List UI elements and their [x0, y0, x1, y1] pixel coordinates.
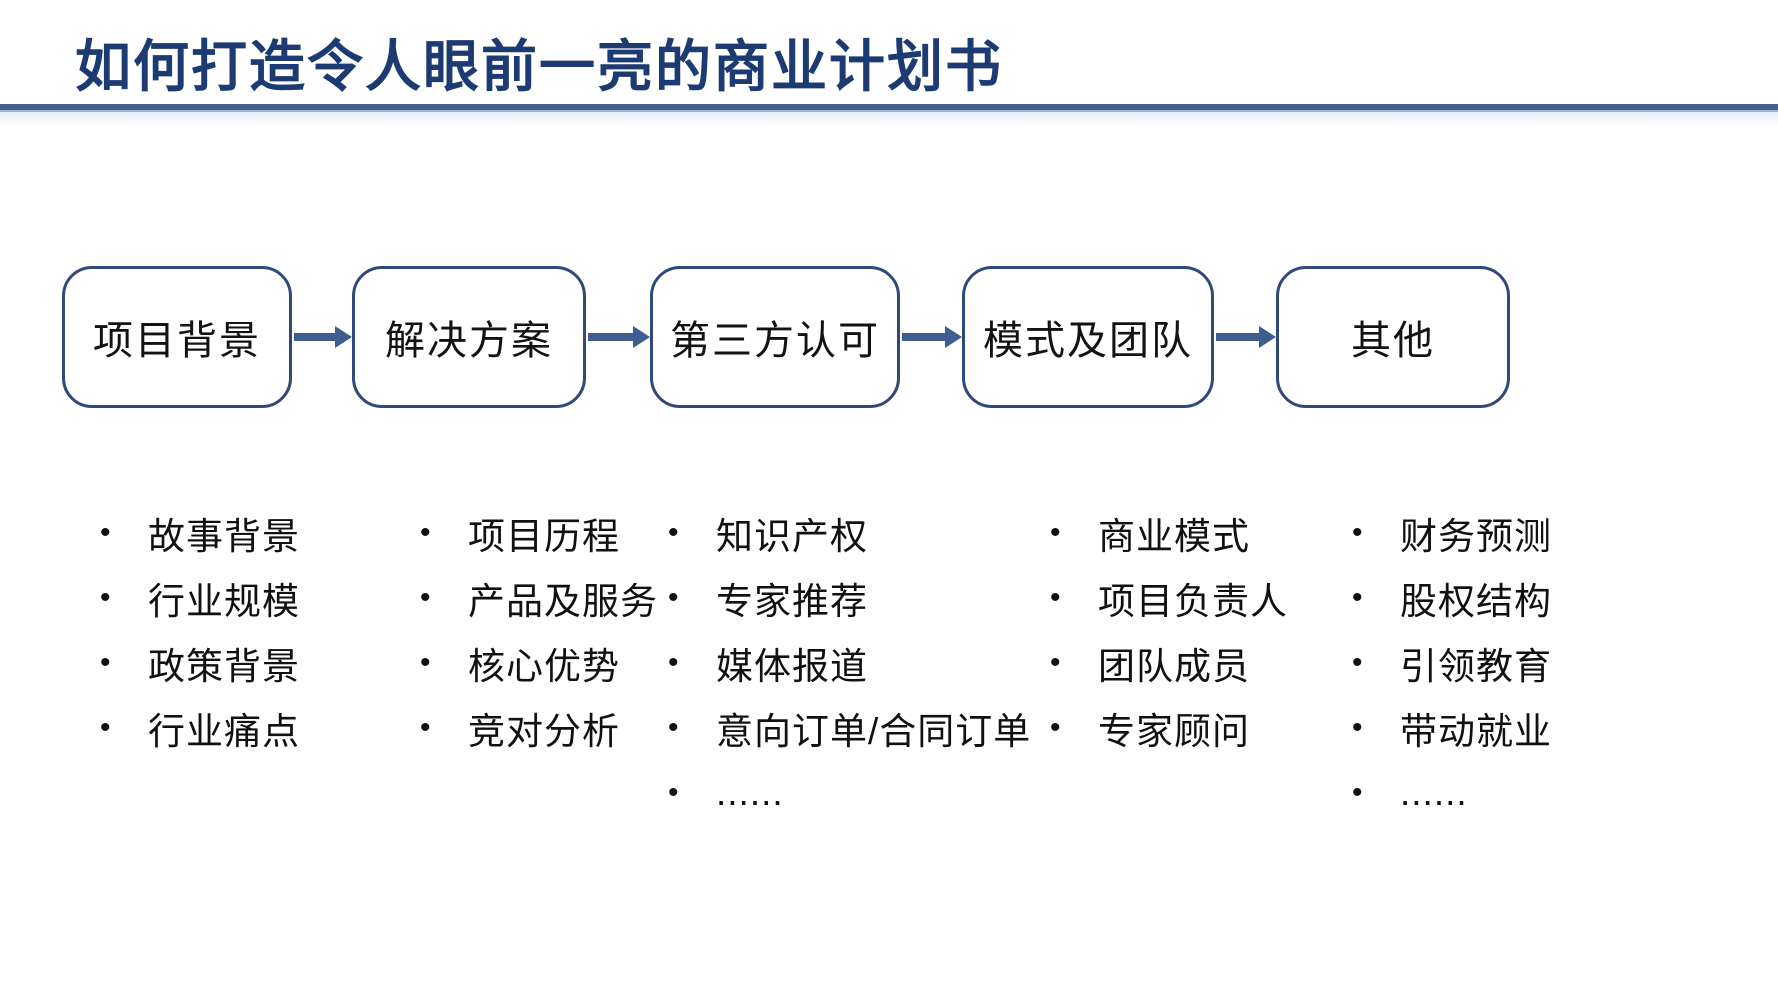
list-item-text: 政策背景 — [148, 645, 300, 687]
list-item: • 团队成员 — [1050, 630, 1288, 695]
bullet-icon: • — [1352, 710, 1364, 744]
flow-box-label: 项目背景 — [93, 319, 261, 363]
bullet-icon: • — [668, 645, 680, 679]
bullet-icon: • — [100, 645, 112, 679]
flow-box-label: 模式及团队 — [983, 319, 1193, 363]
bullet-icon: • — [420, 580, 432, 614]
arrow-right-icon — [1216, 326, 1276, 348]
list-item: • 故事背景 — [100, 500, 300, 565]
list-item-text: 媒体报道 — [716, 645, 868, 687]
list-item-text: 项目负责人 — [1098, 580, 1288, 622]
list-item: •...... — [1352, 760, 1552, 825]
flow-box-label: 解决方案 — [385, 319, 553, 363]
bullet-icon: • — [1050, 645, 1062, 679]
list-item-text: 财务预测 — [1400, 515, 1552, 557]
bullet-icon: • — [1050, 580, 1062, 614]
page-title: 如何打造令人眼前一亮的商业计划书 — [75, 35, 1003, 98]
list-item-text: 引领教育 — [1400, 645, 1552, 687]
list-item: • 产品及服务 — [420, 565, 658, 630]
bullet-icon: • — [1050, 710, 1062, 744]
flow-box-model-and-team: 模式及团队 — [962, 266, 1214, 408]
list-item-text: 行业痛点 — [148, 710, 300, 752]
list-item-text: 行业规模 — [148, 580, 300, 622]
arrow-right-icon — [588, 326, 650, 348]
flow-box-label: 第三方认可 — [670, 319, 880, 363]
bullet-icon: • — [420, 710, 432, 744]
list-item: • 行业痛点 — [100, 695, 300, 760]
list-item: • 意向订单/合同订单 — [668, 695, 1031, 760]
list-item: • 知识产权 — [668, 500, 1031, 565]
bullet-icon: • — [668, 710, 680, 744]
list-item-text: 专家顾问 — [1098, 710, 1250, 752]
flow-box-third-party-endorsement: 第三方认可 — [650, 266, 900, 408]
bullet-list-solution: • 项目历程 • 产品及服务 • 核心优势 • 竞对分析 — [420, 500, 658, 760]
flow-box-solution: 解决方案 — [352, 266, 586, 408]
list-item: • 媒体报道 — [668, 630, 1031, 695]
list-item: • 项目历程 — [420, 500, 658, 565]
bullet-icon: • — [668, 775, 680, 809]
list-item-text: 产品及服务 — [468, 580, 658, 622]
list-item-text: 故事背景 — [148, 515, 300, 557]
list-item-text: 团队成员 — [1098, 645, 1250, 687]
list-item-text: 带动就业 — [1400, 710, 1552, 752]
bullet-icon: • — [1352, 515, 1364, 549]
list-item-text: ...... — [1400, 771, 1468, 813]
list-item-text: 专家推荐 — [716, 580, 868, 622]
list-item-text: 项目历程 — [468, 515, 620, 557]
list-item-text: ...... — [716, 771, 784, 813]
bullet-list-others: • 财务预测 • 股权结构 • 引领教育 • 带动就业 •...... — [1352, 500, 1552, 825]
bullet-icon: • — [1352, 645, 1364, 679]
bullet-icon: • — [668, 580, 680, 614]
list-item-text: 商业模式 — [1098, 515, 1250, 557]
arrow-right-icon — [294, 326, 352, 348]
list-item: • 财务预测 — [1352, 500, 1552, 565]
bullet-icon: • — [1352, 580, 1364, 614]
bullet-list-project-background: • 故事背景 • 行业规模 • 政策背景 • 行业痛点 — [100, 500, 300, 760]
title-divider — [0, 104, 1778, 112]
list-item: • 核心优势 — [420, 630, 658, 695]
list-item-text: 知识产权 — [716, 515, 868, 557]
list-item: • 竞对分析 — [420, 695, 658, 760]
bullet-icon: • — [100, 515, 112, 549]
list-item-text: 核心优势 — [468, 645, 620, 687]
bullet-icon: • — [1050, 515, 1062, 549]
list-item: • 商业模式 — [1050, 500, 1288, 565]
bullet-icon: • — [1352, 775, 1364, 809]
bullet-list-model-and-team: • 商业模式 • 项目负责人 • 团队成员 • 专家顾问 — [1050, 500, 1288, 760]
list-item: • 行业规模 — [100, 565, 300, 630]
bullet-icon: • — [420, 515, 432, 549]
list-item: • 项目负责人 — [1050, 565, 1288, 630]
flow-box-label: 其他 — [1351, 319, 1435, 363]
flow-box-project-background: 项目背景 — [62, 266, 292, 408]
list-item-text: 竞对分析 — [468, 710, 620, 752]
list-item-text: 股权结构 — [1400, 580, 1552, 622]
bullet-icon: • — [420, 645, 432, 679]
list-item-text: 意向订单/合同订单 — [716, 710, 1032, 752]
bullet-icon: • — [100, 710, 112, 744]
list-item: • 专家推荐 — [668, 565, 1031, 630]
list-item: • 政策背景 — [100, 630, 300, 695]
bullet-icon: • — [668, 515, 680, 549]
divider-glow — [0, 112, 1778, 126]
arrow-right-icon — [902, 326, 962, 348]
list-item: • 专家顾问 — [1050, 695, 1288, 760]
list-item: • 引领教育 — [1352, 630, 1552, 695]
bullet-icon: • — [100, 580, 112, 614]
flow-box-others: 其他 — [1276, 266, 1510, 408]
bullet-list-third-party-endorsement: • 知识产权 • 专家推荐 • 媒体报道 • 意向订单/合同订单 •...... — [668, 500, 1031, 825]
list-item: • 带动就业 — [1352, 695, 1552, 760]
list-item: •...... — [668, 760, 1031, 825]
list-item: • 股权结构 — [1352, 565, 1552, 630]
